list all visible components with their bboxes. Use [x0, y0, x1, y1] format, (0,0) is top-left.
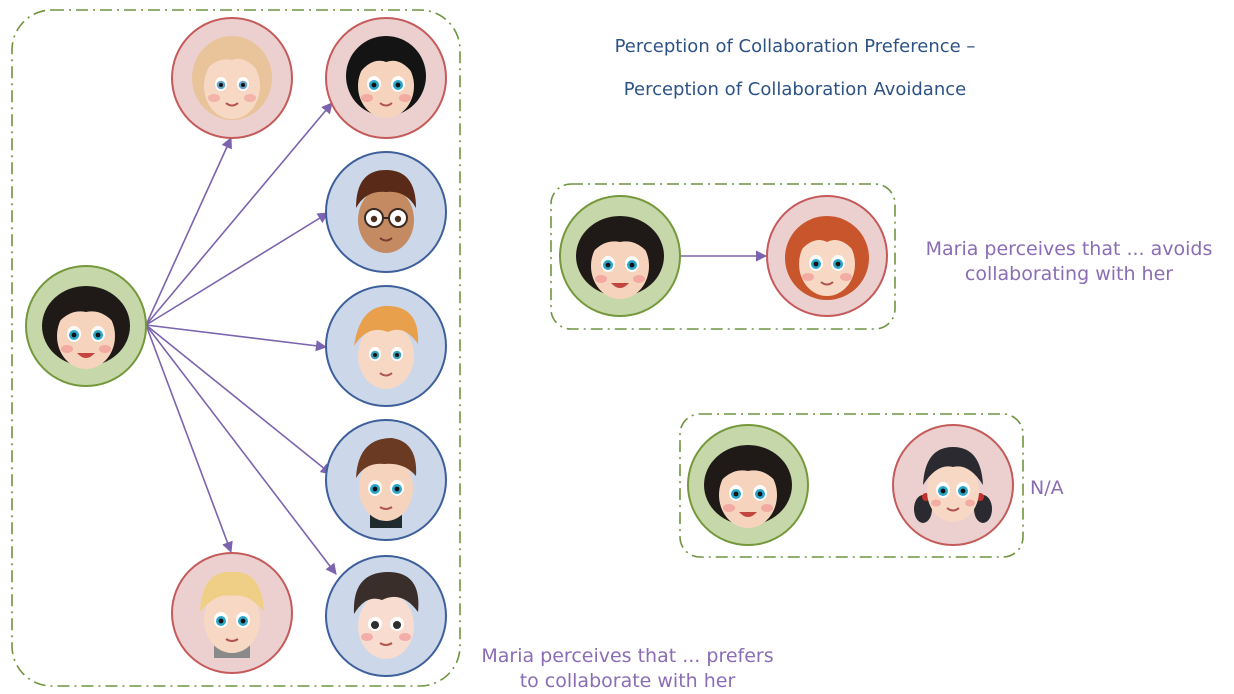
pigtails-girl-avatar — [892, 424, 1014, 546]
arrow-to-dark-hair-boy — [145, 324, 337, 575]
title-line-2: Perception of Collaboration Avoidance — [623, 79, 967, 100]
maria-avatar-na — [687, 424, 809, 546]
ginger-boy-avatar — [325, 285, 447, 407]
title-line-1: Perception of Collaboration Preference – — [614, 36, 976, 57]
arrow-to-ginger-boy — [145, 324, 328, 352]
arrow-to-glasses-boy — [145, 212, 329, 326]
arrow-to-brown-hair-boy — [145, 324, 332, 475]
preference-caption: Maria perceives that ... prefers to coll… — [455, 644, 800, 694]
na-caption: N/A — [1030, 477, 1064, 499]
arrow-to-blonde-girl — [145, 136, 232, 326]
preference-group-box — [11, 9, 461, 687]
arrow-to-blonde-boy — [145, 324, 233, 554]
blonde-boy-avatar — [171, 552, 293, 674]
na-group-box — [679, 413, 1024, 558]
maria-avatar-avoidance — [559, 195, 681, 317]
preference-caption-line-1: Maria perceives that ... prefers — [481, 645, 774, 667]
avoidance-group-box — [550, 183, 896, 330]
maria-avatar — [25, 265, 147, 387]
avoidance-caption-line-2: collaborating with her — [964, 263, 1174, 285]
black-hair-girl-avatar — [325, 17, 447, 139]
avoidance-caption: Maria perceives that ... avoids collabor… — [905, 237, 1233, 287]
glasses-boy-avatar — [325, 151, 447, 273]
dark-hair-boy-avatar — [325, 555, 447, 677]
arrow-to-black-hair-girl — [145, 102, 333, 326]
avoidance-caption-line-1: Maria perceives that ... avoids — [925, 238, 1213, 260]
brown-hair-boy-avatar — [325, 419, 447, 541]
red-hair-girl-avatar — [766, 195, 888, 317]
preference-caption-line-2: to collaborate with her — [519, 670, 736, 692]
blonde-girl-avatar — [171, 17, 293, 139]
